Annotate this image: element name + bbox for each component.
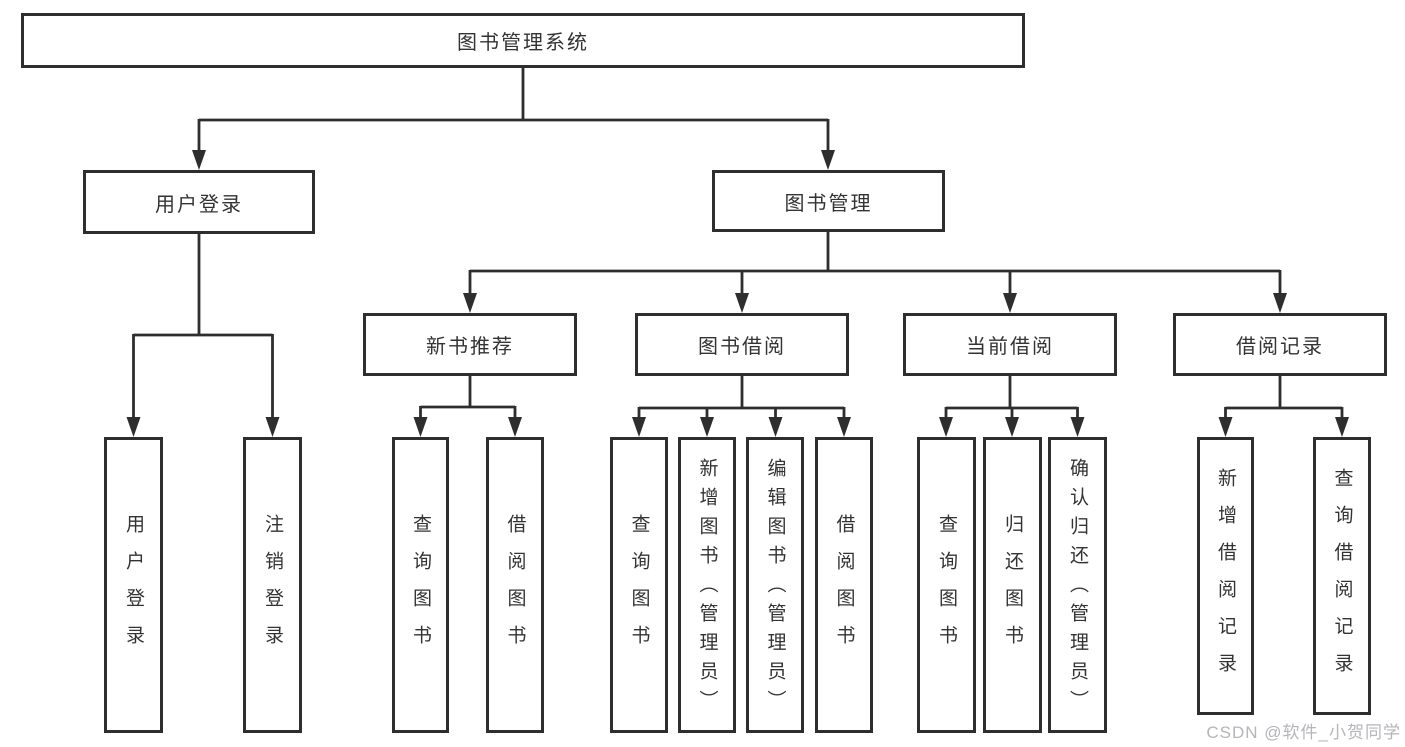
- leaf-logout: 注销登录: [243, 437, 302, 733]
- node-current-borrow: 当前借阅: [903, 313, 1117, 376]
- leaf-query-books-borrow: 查询图书: [610, 437, 668, 733]
- leaf-borrow-books: 借阅图书: [815, 437, 873, 733]
- leaf-confirm-return-admin: 确认归还（管理员）: [1048, 437, 1107, 733]
- leaf-edit-books-admin: 编辑图书（管理员）: [746, 437, 804, 733]
- leaf-return-books: 归还图书: [983, 437, 1042, 733]
- leaf-query-books-recommend: 查询图书: [392, 437, 449, 733]
- node-book-management: 图书管理: [712, 170, 945, 232]
- node-book-borrow: 图书借阅: [635, 313, 849, 376]
- node-new-book-recommend: 新书推荐: [363, 313, 577, 376]
- leaf-borrow-books-recommend: 借阅图书: [486, 437, 544, 733]
- leaf-user-login: 用户登录: [104, 437, 163, 733]
- node-root: 图书管理系统: [21, 13, 1025, 68]
- leaf-query-borrow-record: 查询借阅记录: [1313, 437, 1371, 715]
- node-borrow-records: 借阅记录: [1173, 313, 1387, 376]
- leaf-query-books-current: 查询图书: [917, 437, 976, 733]
- leaf-add-borrow-record: 新增借阅记录: [1197, 437, 1254, 715]
- csdn-watermark: CSDN @软件_小贺同学: [1206, 723, 1401, 742]
- node-user-login: 用户登录: [83, 170, 315, 234]
- leaf-add-books-admin: 新增图书（管理员）: [678, 437, 736, 733]
